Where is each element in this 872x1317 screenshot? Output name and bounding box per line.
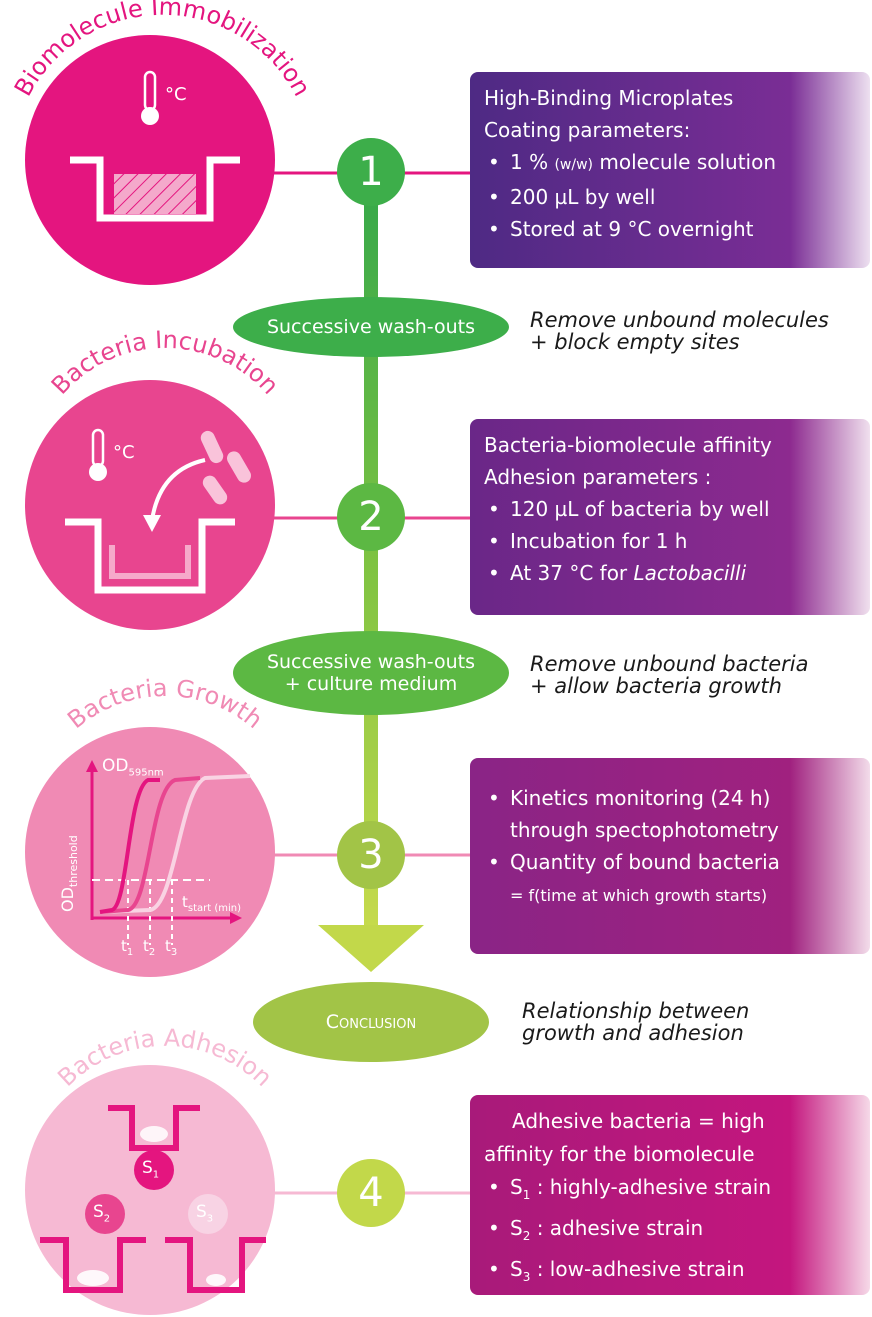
conclusion-label: Conclusion (325, 1011, 417, 1033)
box3-bullet-2: Quantity of bound bacteria= f(time at wh… (484, 846, 856, 912)
box3-bullet-1: Kinetics monitoring (24 h)through specto… (484, 782, 856, 846)
growth-chart (86, 760, 251, 945)
step-2-number: 2 (358, 494, 384, 540)
step-1-number: 1 (358, 149, 384, 195)
note-3: Relationship between growth and adhesion (522, 999, 750, 1045)
box1-line1: High-Binding Microplates (484, 86, 734, 110)
box1-bullet-1: 1 % (w/w) molecule solution (484, 146, 856, 181)
box2-bullet-3: At 37 °C for Lactobacilli (484, 557, 856, 589)
box2-bullet-1: 120 µL of bacteria by well (484, 493, 856, 525)
pour-arrow-icon (150, 458, 206, 521)
note-1: Remove unbound molecules + block empty s… (530, 308, 829, 354)
step-2-marker (337, 483, 405, 551)
box1-bullet-3: Stored at 9 °C overnight (484, 213, 856, 245)
box1-bullet-2: 200 µL by well (484, 181, 856, 213)
step-4-marker (337, 1159, 405, 1227)
threshold-label: ODthreshold (58, 835, 81, 912)
box4-line1: Adhesive bacteria = high (512, 1109, 765, 1133)
x-axis-arrow-icon (230, 912, 242, 924)
t3-label: t3 (165, 937, 178, 958)
well-icon (165, 1237, 266, 1293)
y-axis-arrow-icon (86, 760, 98, 772)
strain-s1-badge (134, 1150, 174, 1190)
well-icon (40, 1237, 146, 1293)
strain-s3-label: S3 (196, 1202, 214, 1225)
strain-s1-label: S1 (142, 1158, 160, 1181)
t2-label: t2 (143, 937, 156, 958)
box2-line2: Adhesion parameters : (484, 465, 712, 489)
bacteria-icon (200, 430, 251, 505)
monitoring-info-box: Kinetics monitoring (24 h)through specto… (470, 758, 870, 954)
wash-out-2-label: Successive wash-outs + culture medium (266, 651, 476, 695)
coating-info-box: High-Binding Microplates Coating paramet… (470, 72, 870, 268)
growth-curve-s2 (99, 776, 201, 914)
growth-curve-s3 (99, 774, 251, 914)
arrow-head-icon (143, 515, 161, 532)
box4-bullet-2: S2 : adhesive strain (484, 1212, 856, 1253)
stage-4-circle (25, 1065, 275, 1315)
wash-out-pill-1 (233, 297, 509, 357)
thermometer-icon (89, 428, 107, 481)
wash-out-pill-2 (233, 631, 509, 715)
wash-out-1-label: Successive wash-outs (266, 316, 476, 338)
growth-curve-s1 (99, 778, 160, 914)
strain-s2-label: S2 (93, 1202, 111, 1225)
conclusion-pill (253, 982, 489, 1062)
stage-1-circle (25, 35, 275, 285)
y-axis-label: OD595nm (102, 756, 164, 779)
step-3-number: 3 (358, 832, 384, 878)
box2-line1: Bacteria-biomolecule affinity (484, 433, 772, 457)
note-2: Remove unbound bacteria + allow bacteria… (530, 652, 809, 698)
arrow-down-icon (318, 925, 424, 972)
t1-label: t1 (121, 937, 134, 958)
step-4-number: 4 (358, 1170, 384, 1216)
box4-line2: affinity for the biomolecule (484, 1142, 755, 1166)
well-icon (108, 1105, 200, 1151)
thermometer-icon (141, 70, 159, 125)
box4-bullet-1: S1 : highly-adhesive strain (484, 1171, 856, 1212)
step-1-marker (337, 138, 405, 206)
box4-bullet-3: S3 : low-adhesive strain (484, 1253, 856, 1294)
adhesion-info-box: Bacteria-biomolecule affinity Adhesion p… (470, 419, 870, 615)
thermometer-unit-1: °C (165, 84, 187, 105)
thermometer-unit-2: °C (113, 442, 135, 463)
coated-well-icon (70, 156, 240, 222)
box2-bullet-2: Incubation for 1 h (484, 525, 856, 557)
step-3-marker (337, 821, 405, 889)
strain-s2-badge (85, 1194, 125, 1234)
x-axis-label: tstart (min) (182, 893, 242, 914)
box1-line2: Coating parameters: (484, 118, 691, 142)
well-icon (65, 518, 235, 594)
strain-s3-badge (188, 1194, 228, 1234)
conclusion-info-box: Adhesive bacteria = high affinity for th… (470, 1095, 870, 1295)
